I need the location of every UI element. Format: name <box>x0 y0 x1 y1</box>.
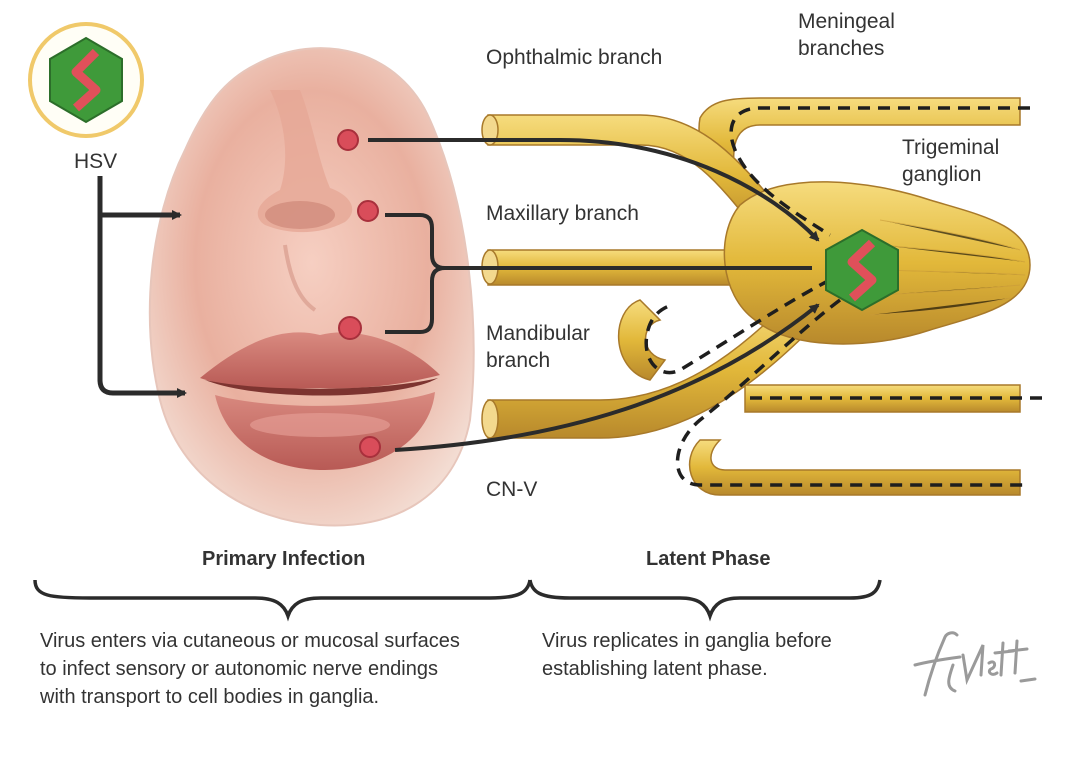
primary-desc-line-1: Virus enters via cutaneous or mucosal su… <box>40 630 460 652</box>
meningeal-label-line-2: branches <box>798 37 885 60</box>
face-illustration <box>148 47 475 527</box>
primary-desc-line-2: to infect sensory or autonomic nerve end… <box>40 658 438 680</box>
transport-arrows <box>368 138 820 452</box>
latent-desc-line-2: establishing latent phase. <box>542 658 768 680</box>
lesion-cheek <box>357 200 379 222</box>
mandibular-branch-label: Mandibular branch <box>486 320 590 374</box>
virus-genome-icon <box>71 48 101 112</box>
mandibular-label-line-1: Mandibular <box>486 322 590 345</box>
mandibular-label-line-2: branch <box>486 349 551 372</box>
hsv-virus-badge <box>28 22 144 138</box>
ganglion-virus <box>825 228 899 312</box>
primary-desc-line-3: with transport to cell bodies in ganglia… <box>40 686 380 708</box>
lesion-lower-lip <box>359 436 381 458</box>
maxillary-branch-label: Maxillary branch <box>486 202 639 225</box>
trigeminal-ganglion-label: Trigeminal ganglion <box>902 134 999 188</box>
primary-infection-description: Virus enters via cutaneous or mucosal su… <box>40 627 460 711</box>
hsv-label: HSV <box>74 150 118 173</box>
latent-pathways <box>644 106 1045 487</box>
virus-genome-icon-ganglion <box>847 239 877 302</box>
primary-brace <box>33 579 532 622</box>
trigeminal-label-line-1: Trigeminal <box>902 136 1000 159</box>
primary-infection-title: Primary Infection <box>202 548 366 570</box>
lesion-upper-lip <box>338 316 362 340</box>
upper-lip <box>200 332 440 389</box>
entry-arrows <box>97 176 187 398</box>
trigeminal-label-line-2: ganglion <box>902 163 982 186</box>
meningeal-branches-label: Meningeal branches <box>798 8 895 62</box>
ophthalmic-branch-label: Ophthalmic branch <box>486 46 663 69</box>
cn-v-label: CN-V <box>486 478 538 501</box>
lesion-nose <box>337 129 359 151</box>
latent-brace <box>528 579 882 622</box>
section-braces <box>33 579 882 622</box>
meningeal-label-line-1: Meningeal <box>798 10 895 33</box>
netter-signature <box>913 631 1037 697</box>
latent-phase-title: Latent Phase <box>646 548 771 570</box>
latent-desc-line-1: Virus replicates in ganglia before <box>542 630 832 652</box>
latent-phase-description: Virus replicates in ganglia before estab… <box>542 627 832 683</box>
